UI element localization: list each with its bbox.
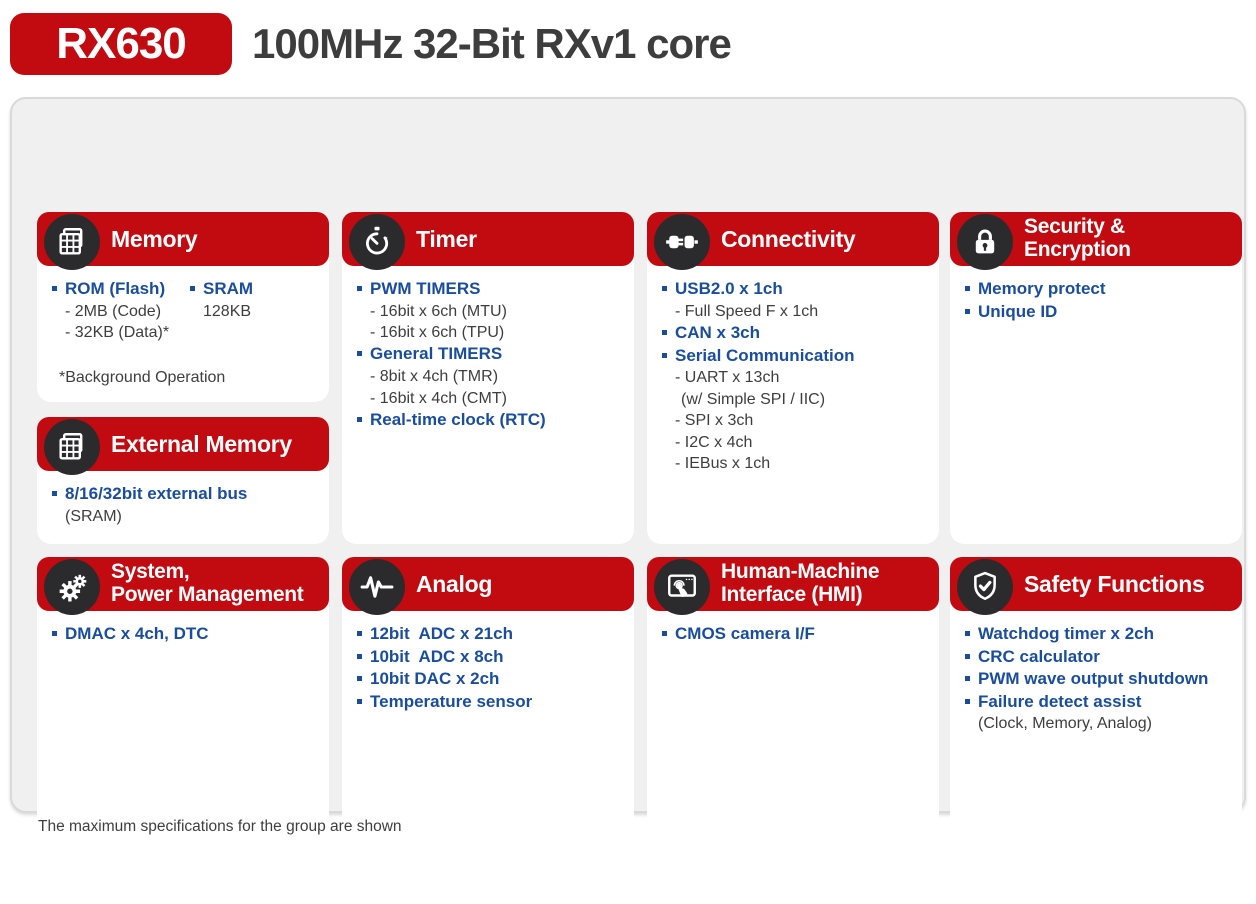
feature-item-bullet: Unique ID — [964, 301, 1234, 324]
shield-check-icon — [957, 559, 1013, 615]
feature-item-bullet: CRC calculator — [964, 646, 1234, 669]
card-title: Analog — [416, 570, 493, 597]
card-body-timer: PWM TIMERS- 16bit x 6ch (MTU) - 16bit x 6… — [342, 266, 634, 432]
card-title: Human-Machine Interface (HMI) — [721, 560, 880, 606]
card-header-connectivity: Connectivity — [647, 212, 939, 270]
card-body-memory: ROM (Flash)- 2MB (Code) - 32KB (Data)* SRA… — [37, 266, 329, 389]
page-title: 100MHz 32-Bit RXv1 core — [252, 20, 732, 67]
feature-item-bullet: Memory protect — [964, 278, 1234, 301]
feature-item-sub: (Clock, Memory, Analog) — [978, 715, 1152, 733]
feature-item-bullet: CAN x 3ch — [661, 322, 931, 345]
feature-item-sub: - I2C x 4ch — [675, 433, 753, 451]
lock-icon — [957, 214, 1013, 270]
feature-item-sub: - SPI x 3ch — [675, 412, 754, 430]
feature-item-bullet: PWM TIMERS — [356, 278, 626, 301]
feature-item-bullet: CMOS camera I/F — [661, 623, 931, 646]
card-columns: ROM (Flash)- 2MB (Code) - 32KB (Data)* SRA… — [51, 278, 321, 343]
gears-icon — [44, 559, 100, 615]
memory-icon — [44, 214, 100, 270]
feature-item-sub: - 16bit x 4ch (CMT) — [370, 389, 507, 407]
card-header-hmi: Human-Machine Interface (HMI) — [647, 557, 939, 615]
feature-item-bullet: Watchdog timer x 2ch — [964, 623, 1234, 646]
feature-item-sub2: (w/ Simple SPI / IIC) — [681, 390, 826, 408]
card-body-system: DMAC x 4ch, DTC — [37, 611, 329, 646]
card-body-hmi: CMOS camera I/F — [647, 611, 939, 646]
footer-note: The maximum specifications for the group… — [38, 818, 402, 835]
feature-item-bullet: Real-time clock (RTC) — [356, 409, 626, 432]
card-header-safety: Safety Functions — [950, 557, 1242, 615]
product-badge: RX630 — [10, 13, 232, 75]
feature-item-bullet: USB2.0 x 1ch — [661, 278, 931, 301]
feature-item-bullet: 8/16/32bit external bus — [51, 483, 321, 506]
waveform-icon — [349, 559, 405, 615]
feature-item-sub: - 32KB (Data)* — [65, 324, 170, 342]
feature-item-bullet: Temperature sensor — [356, 691, 626, 714]
feature-item-sub: (SRAM) — [65, 507, 122, 525]
card-header-security: Security & Encryption — [950, 212, 1242, 270]
memory-icon — [44, 419, 100, 475]
feature-item-bullet: 10bit DAC x 2ch — [356, 668, 626, 691]
feature-item-sub: - 16bit x 6ch (TPU) — [370, 324, 505, 342]
feature-item-sub: - UART x 13ch — [675, 369, 780, 387]
card-header-external-memory: External Memory — [37, 417, 329, 475]
feature-item-sub: - 16bit x 6ch (MTU) — [370, 302, 507, 320]
card-hmi: Human-Machine Interface (HMI) CMOS camera… — [647, 557, 939, 904]
feature-item-bullet: PWM wave output shutdown — [964, 668, 1234, 691]
feature-item-bullet: Serial Communication — [661, 345, 931, 368]
card-column: ROM (Flash)- 2MB (Code) - 32KB (Data)* — [51, 278, 179, 343]
card-title: Security & Encryption — [1024, 215, 1131, 261]
feature-item-bullet: SRAM — [189, 278, 253, 301]
card-title: Timer — [416, 225, 477, 252]
card-header-system: System, Power Management — [37, 557, 329, 615]
feature-item-bullet: DMAC x 4ch, DTC — [51, 623, 321, 646]
card-title: Memory — [111, 225, 198, 252]
feature-item-bullet: ROM (Flash) — [51, 278, 179, 301]
card-header-analog: Analog — [342, 557, 634, 615]
feature-item-sub: 128KB — [203, 302, 252, 320]
plug-icon — [654, 214, 710, 270]
feature-item-bullet: Failure detect assist — [964, 691, 1234, 714]
card-body-external-memory: 8/16/32bit external bus(SRAM) — [37, 471, 329, 527]
card-title: Safety Functions — [1024, 570, 1205, 597]
feature-item-bullet: 12bit ADC x 21ch — [356, 623, 626, 646]
stopwatch-icon — [349, 214, 405, 270]
feature-item-sub: - 8bit x 4ch (TMR) — [370, 368, 499, 386]
feature-item-note: *Background Operation — [59, 369, 226, 387]
card-header-timer: Timer — [342, 212, 634, 270]
card-title: System, Power Management — [111, 560, 304, 606]
card-title: External Memory — [111, 430, 292, 457]
feature-item-bullet: 10bit ADC x 8ch — [356, 646, 626, 669]
feature-item-sub: - 2MB (Code) — [65, 302, 162, 320]
feature-item-sub: - Full Speed F x 1ch — [675, 302, 819, 320]
card-title: Connectivity — [721, 225, 856, 252]
card-header-memory: Memory — [37, 212, 329, 270]
card-external-memory: External Memory 8/16/32bit external bus(S… — [37, 417, 329, 544]
feature-item-bullet: General TIMERS — [356, 343, 626, 366]
feature-item-sub: - IEBus x 1ch — [675, 455, 771, 473]
touch-screen-icon — [654, 559, 710, 615]
